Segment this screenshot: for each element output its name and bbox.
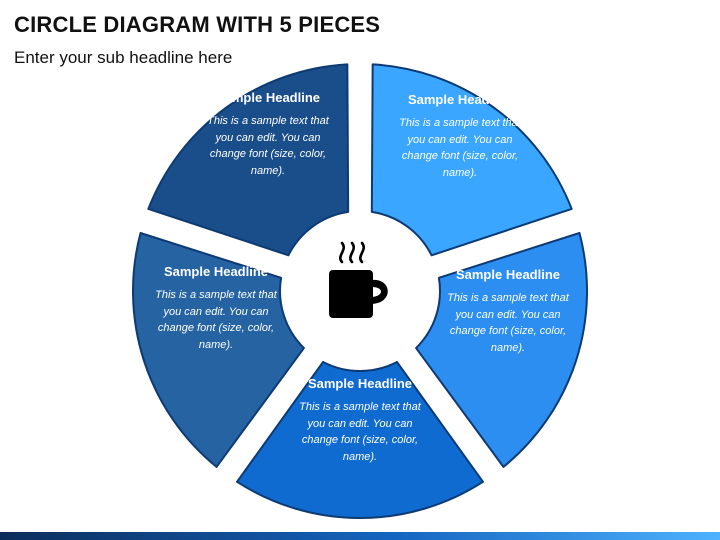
piece-text-4: Sample Headline This is a sample text th…	[294, 374, 426, 465]
piece-body-4: This is a sample text that you can edit.…	[299, 401, 421, 463]
page-title: CIRCLE DIAGRAM WITH 5 PIECES	[14, 12, 381, 37]
piece-headline-2: Sample Headline	[407, 92, 513, 107]
ring-segment-2	[370, 63, 573, 257]
piece-headline-5: Sample Headline	[163, 264, 269, 279]
ring-segment-5	[132, 232, 305, 468]
piece-body-3: This is a sample text that you can edit.…	[447, 292, 569, 354]
piece-headline-4: Sample Headline	[307, 376, 413, 391]
piece-body-1: This is a sample text that you can edit.…	[207, 115, 329, 177]
piece-headline-1: Sample Headline	[215, 90, 321, 105]
piece-text-2: Sample Headline This is a sample text th…	[394, 90, 526, 181]
piece-headline-3: Sample Headline	[455, 267, 561, 282]
piece-text-3: Sample Headline This is a sample text th…	[442, 265, 574, 356]
coffee-cup-icon	[329, 241, 388, 318]
piece-text-1: Sample Headline This is a sample text th…	[202, 88, 334, 179]
piece-text-5: Sample Headline This is a sample text th…	[150, 262, 282, 353]
ring-segment-3	[415, 232, 588, 468]
piece-body-2: This is a sample text that you can edit.…	[399, 117, 521, 179]
ring-segment-1	[147, 63, 350, 257]
page-subtitle: Enter your sub headline here	[14, 48, 233, 67]
ring-segment-4	[236, 360, 484, 519]
piece-body-5: This is a sample text that you can edit.…	[155, 289, 277, 351]
bottom-accent-bar	[0, 532, 720, 540]
